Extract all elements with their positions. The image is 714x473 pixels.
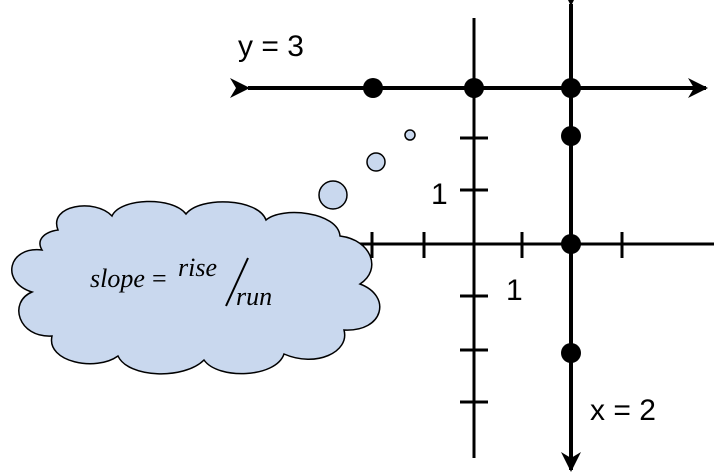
x-tick-label-1: 1 xyxy=(506,274,523,307)
formula-rise: rise xyxy=(178,253,217,282)
thought-trail xyxy=(318,129,416,210)
thought-dot-small xyxy=(404,129,416,141)
point xyxy=(561,126,581,146)
formula-fraction-slash xyxy=(225,257,249,307)
plotted-points xyxy=(363,78,581,363)
formula-equals: = xyxy=(152,264,167,293)
formula-run: run xyxy=(236,282,272,311)
point xyxy=(561,343,581,363)
y-tick-label-1: 1 xyxy=(431,178,448,211)
x-axis-ticks xyxy=(370,232,624,258)
thought-dot-medium xyxy=(366,152,386,172)
point xyxy=(561,234,581,254)
point xyxy=(561,78,581,98)
formula-slope: slope xyxy=(90,264,145,293)
point xyxy=(363,78,383,98)
label-y-equals-3: y = 3 xyxy=(238,30,304,63)
y-axis-ticks xyxy=(460,136,488,404)
thought-dot-large xyxy=(318,180,348,210)
label-x-equals-2: x = 2 xyxy=(590,394,656,427)
point xyxy=(464,78,484,98)
thought-cloud xyxy=(11,200,381,375)
